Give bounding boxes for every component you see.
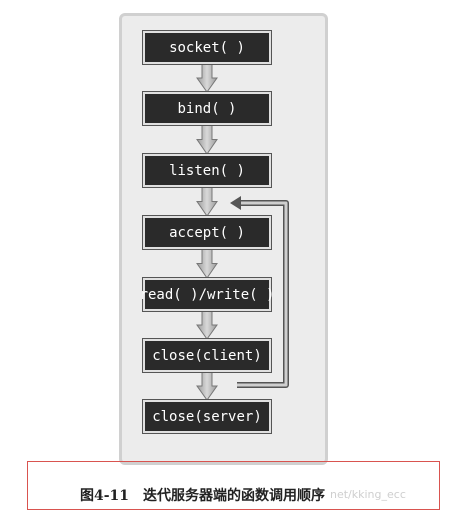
step-listen: listen( ) [143, 154, 271, 187]
down-arrow [196, 124, 218, 155]
step-socket: socket( ) [143, 31, 271, 64]
step-accept: accept( ) [143, 216, 271, 249]
figure-caption: 图4-11 迭代服务器端的函数调用顺序 [80, 485, 325, 505]
step-bind: bind( ) [143, 92, 271, 125]
down-arrow [196, 310, 218, 340]
caption-text: 迭代服务器端的函数调用顺序 [143, 488, 326, 504]
down-arrow [196, 63, 218, 93]
caption-number: 图4-11 [80, 488, 130, 504]
step-read-write: read( )/write( ) [140, 278, 274, 311]
loop-back-arrowhead [230, 196, 241, 210]
watermark: net/kking_ecc [330, 488, 406, 501]
step-close-client: close(client) [143, 339, 271, 372]
down-arrow [196, 186, 218, 217]
down-arrow [196, 248, 218, 279]
step-close-server: close(server) [143, 400, 271, 433]
caption-frame [27, 461, 440, 510]
loop-back-line [237, 201, 288, 387]
down-arrow [196, 371, 218, 401]
